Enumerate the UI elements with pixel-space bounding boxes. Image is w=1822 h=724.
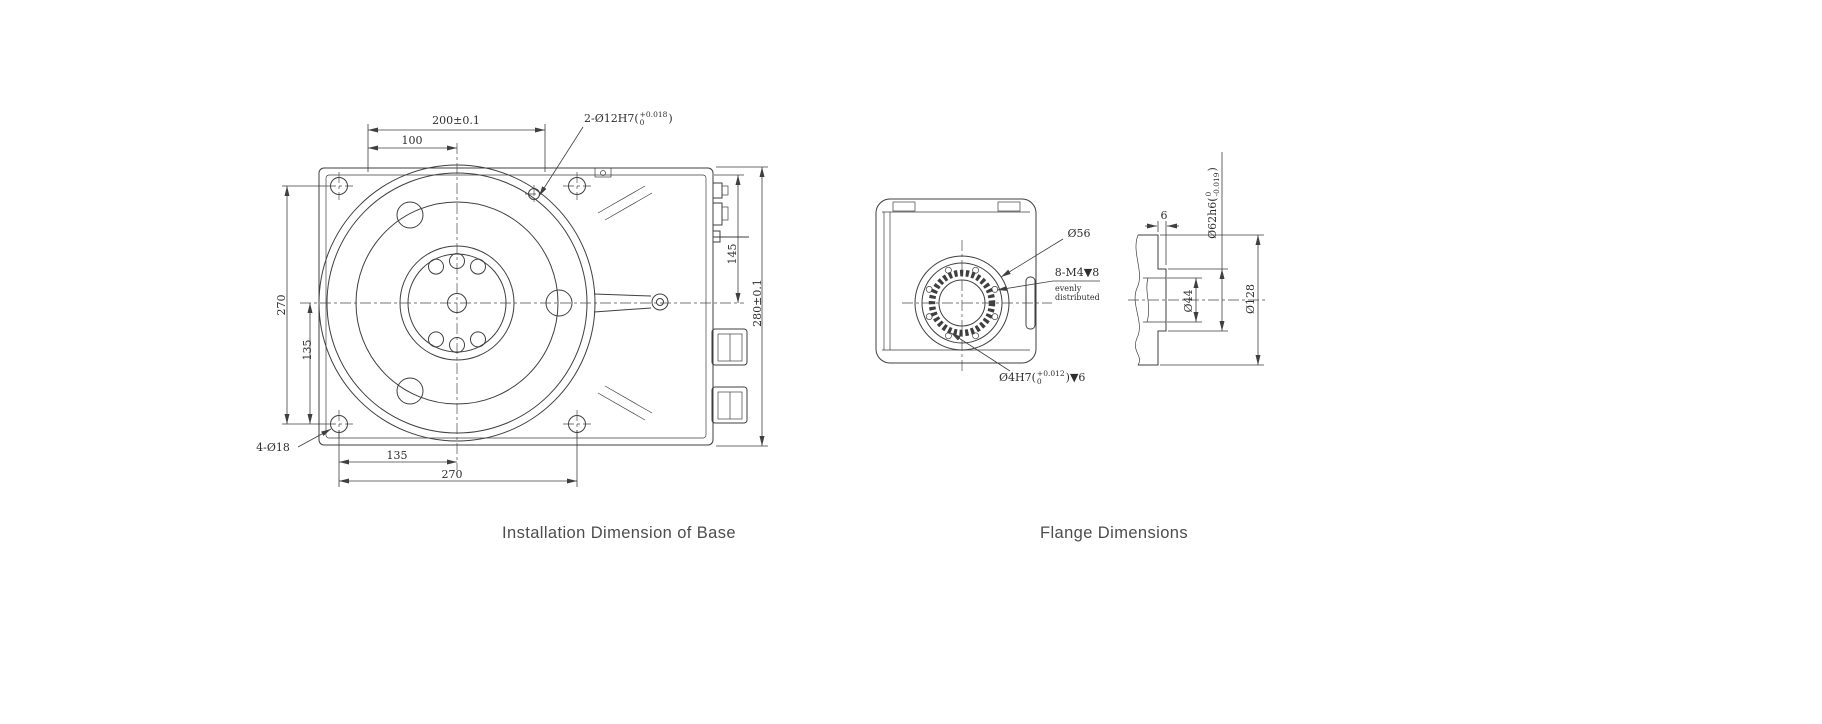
flange-thickness-label: 6 xyxy=(1160,209,1168,222)
spigot-diameter-label: Ø62h6( 0 -0.019 ) xyxy=(1204,167,1221,239)
dim-label-right-inner: 145 xyxy=(726,243,739,265)
tapped-holes-callout: 8-M4▼8 xyxy=(1054,266,1100,279)
pilot-diameter-label: Ø56 xyxy=(1067,227,1091,240)
caption-base-view: Installation Dimension of Base xyxy=(502,524,736,542)
base-dimension-lines xyxy=(282,124,768,487)
corner-holes-callout: 4-Ø18 xyxy=(256,441,290,454)
dim-label-left-inner: 135 xyxy=(301,339,314,361)
flange-body-outline xyxy=(875,198,1037,364)
outer-diameter-label: Ø128 xyxy=(1244,283,1257,315)
flange-dowel-tolerance: +0.012 0 xyxy=(1036,369,1065,386)
dowel-holes-callout-prefix: 2-Ø12H7( xyxy=(584,112,639,125)
dim-label-bottom-outer: 270 xyxy=(441,468,463,481)
dim-label-top-inner: 100 xyxy=(401,134,423,147)
spigot-dia-suffix: ) xyxy=(1206,167,1219,172)
flange-dimension-lines xyxy=(1145,152,1264,366)
handle xyxy=(593,293,669,313)
corner-mounting-holes xyxy=(325,172,591,438)
dim-label-top-outer: 200±0.1 xyxy=(432,114,480,127)
bore-diameter-label: Ø44 xyxy=(1182,289,1195,313)
dowel-holes-callout-suffix: ) xyxy=(668,112,673,125)
side-connectors xyxy=(711,182,749,424)
dowel-holes-tolerance: +0.018 0 xyxy=(639,110,668,127)
spigot-dia-prefix: Ø62h6( xyxy=(1206,197,1219,239)
flange-view-drawing xyxy=(875,152,1268,372)
flange-dowel-callout: Ø4H7( +0.012 0 )▼6 xyxy=(999,370,1085,386)
flange-leader-lines xyxy=(950,238,1100,372)
base-view-drawing xyxy=(282,124,768,487)
tapped-holes-note: evenly distributed xyxy=(1055,284,1100,302)
dim-label-right-outer: 280±0.1 xyxy=(751,279,764,327)
dowel-holes-callout: 2-Ø12H7( +0.018 0 ) xyxy=(584,111,673,127)
flange-dowel-callout-suffix: )▼6 xyxy=(1065,371,1086,384)
dim-label-bottom-inner: 135 xyxy=(386,449,408,462)
tapped-holes-note-line1: evenly xyxy=(1055,284,1082,293)
dim-label-left-outer: 270 xyxy=(275,294,288,316)
spigot-dia-tolerance: 0 -0.019 xyxy=(1204,172,1221,197)
spigot-diameter-row: Ø62h6( 0 -0.019 ) xyxy=(1204,167,1221,239)
flange-dowel-callout-prefix: Ø4H7( xyxy=(999,371,1036,384)
base-centerlines xyxy=(300,143,744,470)
caption-flange-view: Flange Dimensions xyxy=(1039,524,1189,542)
tapped-holes-note-line2: distributed xyxy=(1055,293,1100,302)
